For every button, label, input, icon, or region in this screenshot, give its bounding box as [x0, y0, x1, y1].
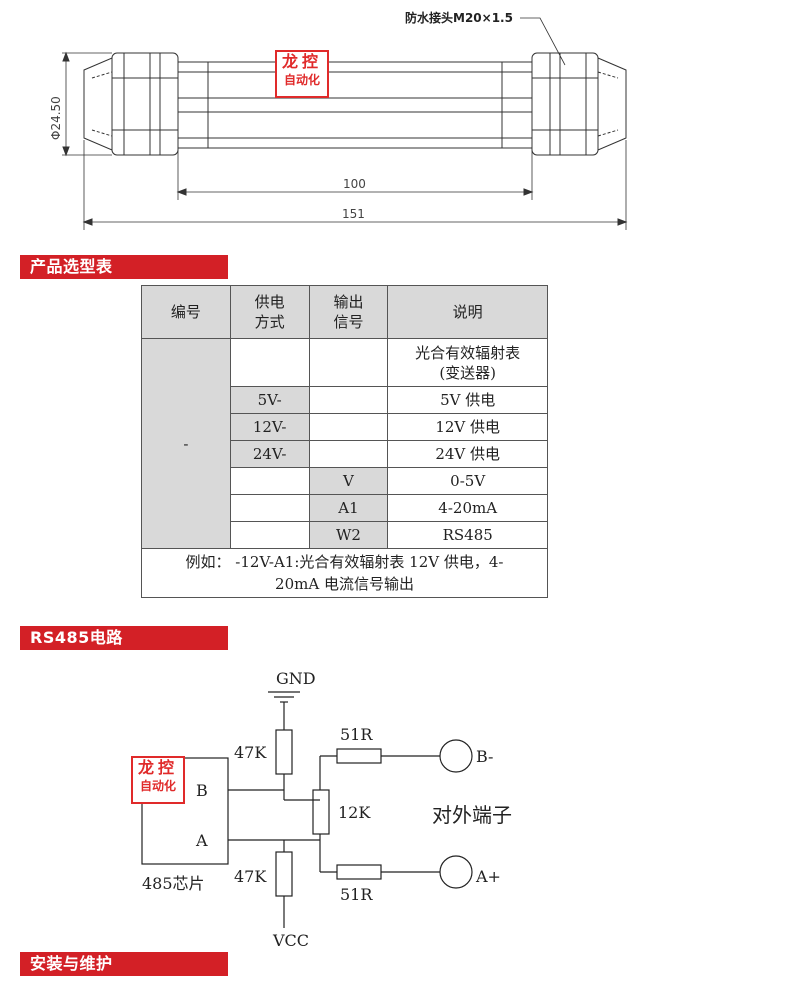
code-cell: - [141, 338, 231, 549]
r-series-bottom-label: 51R [340, 885, 373, 904]
pin-b-label: B [196, 781, 208, 800]
table-row: 12V- 12V 供电 [142, 413, 548, 441]
header-desc: 说明 [387, 285, 548, 339]
gnd-label: GND [276, 669, 316, 688]
connector-label: 防水接头M20×1.5 [405, 10, 513, 25]
right-nut [531, 52, 599, 156]
watermark-line1: 龙控 [137, 758, 178, 777]
power-cell: 12V- [229, 413, 310, 441]
diameter-label: Φ24.50 [49, 96, 63, 140]
external-terminals-label: 对外端子 [432, 803, 512, 827]
example-note: 例如： -12V-A1:光合有效辐射表 12V 供电，4-20mA 电流信号输出 [141, 548, 548, 598]
power-cell [229, 467, 310, 495]
vcc-label: VCC [272, 931, 309, 950]
watermark-line1: 龙控 [281, 52, 322, 71]
r-top-label: 47K [234, 743, 267, 762]
terminal-a [439, 855, 473, 889]
desc-cell: 5V 供电 [387, 386, 548, 414]
power-cell [229, 494, 310, 522]
section-title-selection: 产品选型表 [20, 255, 228, 279]
header-power: 供电方式 [229, 285, 310, 339]
chip-485 [141, 757, 229, 865]
output-cell [308, 440, 389, 468]
table-row: V 0-5V [142, 467, 548, 495]
pin-a-label: A [195, 831, 208, 850]
table-row: 24V- 24V 供电 [142, 440, 548, 468]
section-title-rs485: RS485电路 [20, 626, 228, 650]
output-cell [308, 413, 389, 441]
power-cell: 5V- [229, 386, 310, 414]
watermark-stamp: 龙控 自动化 [275, 50, 329, 98]
resistor-51r-bottom [336, 864, 382, 880]
table-row: - 光合有效辐射表(变送器) [141, 338, 548, 549]
resistor-47k-top [275, 729, 293, 775]
left-cap [83, 57, 113, 151]
section-title-install: 安装与维护 [20, 952, 228, 976]
output-cell [308, 386, 389, 414]
table-row: W2 RS485 [142, 521, 548, 549]
desc-cell: 4-20mA [387, 494, 548, 522]
power-cell [229, 521, 310, 549]
resistor-47k-bottom [275, 851, 293, 897]
header-output: 输出信号 [308, 285, 389, 339]
right-cap [597, 57, 627, 151]
r-bottom-label: 47K [234, 867, 267, 886]
terminal-a-label: A+ [475, 867, 501, 886]
power-cell: 24V- [229, 440, 310, 468]
resistor-12k [312, 789, 330, 835]
r-mid-label: 12K [338, 803, 371, 822]
table-row: A1 4-20mA [142, 494, 548, 522]
desc-cell: 24V 供电 [387, 440, 548, 468]
watermark-line2: 自动化 [283, 73, 320, 87]
mechanical-drawing: 防水接头M20×1.5 Φ24.50 100 151 [49, 10, 628, 230]
total-length-label: 151 [342, 207, 365, 221]
output-cell: A1 [308, 494, 389, 522]
left-nut [111, 52, 179, 156]
chip-label: 485芯片 [142, 874, 205, 893]
inner-length-label: 100 [343, 177, 366, 191]
terminal-b [439, 739, 473, 773]
header-code: 编号 [141, 285, 231, 339]
watermark-line2: 自动化 [139, 779, 176, 793]
output-cell: V [308, 467, 389, 495]
desc-cell: 0-5V [387, 467, 548, 495]
desc-cell: 12V 供电 [387, 413, 548, 441]
output-cell [308, 338, 389, 387]
watermark-stamp: 龙控 自动化 [131, 756, 185, 804]
selection-table: 编号 供电方式 输出信号 说明 - 光合有效辐射表(变送器) 5V- 5V 供电… [141, 285, 548, 598]
resistor-51r-top [336, 748, 382, 764]
power-cell [229, 338, 310, 387]
r-series-top-label: 51R [340, 725, 373, 744]
desc-cell: RS485 [387, 521, 548, 549]
desc-cell: 光合有效辐射表(变送器) [387, 338, 548, 387]
rs485-circuit-diagram: GND VCC 47K 47K 12K 51R 51R B A 485芯片 B-… [141, 669, 512, 950]
output-cell: W2 [308, 521, 389, 549]
tube-body [177, 61, 533, 149]
terminal-b-label: B- [476, 747, 493, 766]
